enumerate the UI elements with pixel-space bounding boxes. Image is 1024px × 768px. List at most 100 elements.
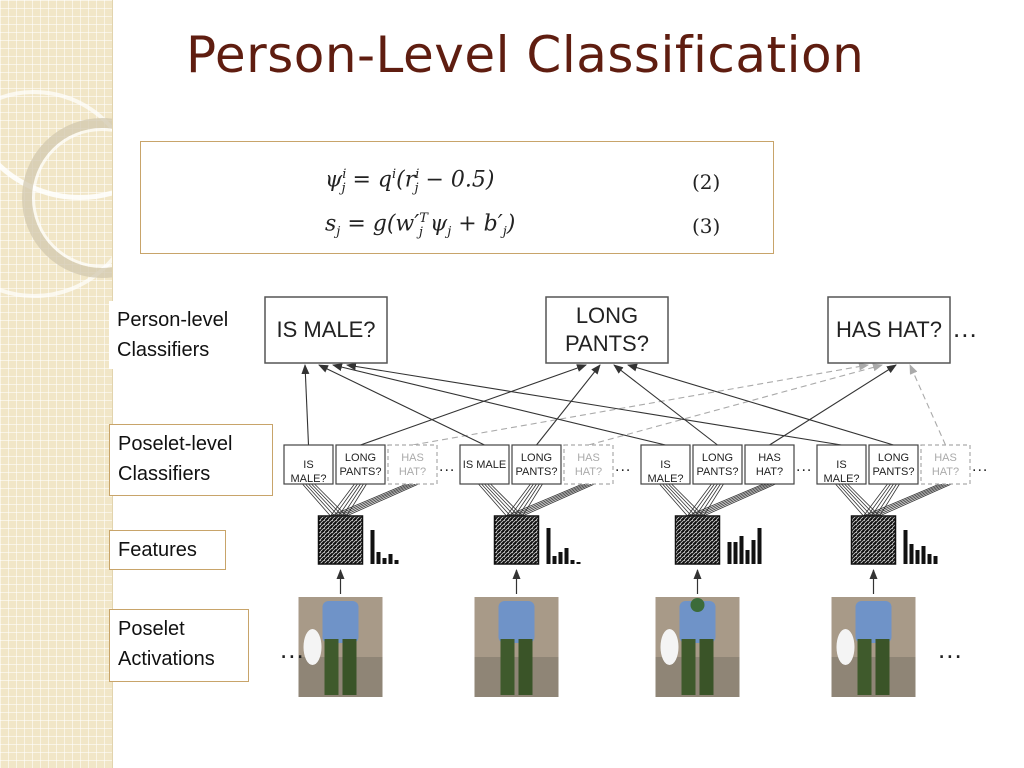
feature-connection bbox=[338, 483, 413, 517]
feature-connection bbox=[879, 483, 952, 517]
person-pants bbox=[500, 639, 515, 695]
activations-ellipsis: ... bbox=[280, 634, 305, 664]
histogram-bar bbox=[927, 554, 932, 564]
connection-arrow bbox=[909, 364, 947, 446]
poselet-classifier-box bbox=[335, 444, 386, 485]
plastic-bag bbox=[303, 629, 322, 665]
poselet-classifier-box bbox=[459, 444, 510, 485]
poselet-classifier-box bbox=[387, 444, 438, 485]
feature-connection bbox=[844, 483, 876, 517]
feature-connection bbox=[691, 483, 767, 517]
person-pants bbox=[342, 639, 357, 695]
feature-connection bbox=[691, 483, 715, 517]
feature-connection bbox=[671, 483, 704, 517]
feature-connection bbox=[518, 483, 592, 517]
histogram-bar bbox=[757, 528, 762, 564]
poselet-classifier-box bbox=[511, 444, 562, 485]
person-jacket bbox=[498, 601, 535, 643]
feature-connection bbox=[835, 483, 864, 517]
feature-connection bbox=[863, 483, 940, 517]
poselet-classifier-label: IS MALE? bbox=[647, 458, 684, 485]
person-classifier-box bbox=[827, 296, 951, 364]
equation-box bbox=[140, 141, 774, 254]
equation-3: sj = g(w′Tj ψj + b′j) bbox=[325, 211, 516, 240]
plastic-bag bbox=[660, 629, 679, 665]
feature-connection bbox=[314, 483, 347, 517]
feature-connection bbox=[330, 483, 407, 517]
feature-connection bbox=[687, 483, 712, 517]
person-jacket bbox=[679, 601, 716, 643]
person-classifier-label: IS MALE? bbox=[276, 317, 376, 342]
connection-arrow bbox=[627, 363, 894, 446]
poselet-group-ellipsis: ... bbox=[972, 458, 989, 475]
poselet-classifier-label: IS MALE bbox=[462, 458, 507, 471]
histogram-bar bbox=[382, 558, 387, 564]
feature-connection bbox=[334, 483, 358, 517]
connection-arrow bbox=[769, 364, 897, 446]
histogram-bar bbox=[570, 560, 575, 564]
connection-arrow bbox=[318, 364, 485, 446]
photo-ground bbox=[474, 657, 559, 697]
feature-connection bbox=[871, 483, 946, 517]
feature-connection bbox=[342, 483, 416, 517]
histogram-bar bbox=[909, 544, 914, 564]
connection-arrow bbox=[536, 364, 601, 446]
feature-connection bbox=[659, 483, 688, 517]
histogram-bar bbox=[751, 540, 756, 564]
person-jacket bbox=[322, 601, 359, 643]
feature-connection bbox=[510, 483, 534, 517]
feature-connection bbox=[346, 483, 419, 517]
connection-arrow bbox=[332, 363, 666, 446]
hog-feature-icon bbox=[317, 515, 364, 565]
feature-connection bbox=[487, 483, 519, 517]
hog-feature-icon bbox=[674, 515, 721, 565]
feature-connection bbox=[484, 483, 515, 517]
hog-feature-icon bbox=[493, 515, 540, 565]
person-pants bbox=[875, 639, 890, 695]
equation-2: ψij = qi(rij − 0.5) bbox=[325, 167, 495, 196]
feature-connection bbox=[506, 483, 583, 517]
person-pants bbox=[518, 639, 533, 695]
poselet-classifier-label: IS MALE? bbox=[290, 458, 327, 485]
feature-connection bbox=[699, 483, 773, 517]
connection-arrow bbox=[588, 363, 883, 446]
person-pants bbox=[324, 639, 339, 695]
feature-connection bbox=[838, 483, 868, 517]
connection-arrow bbox=[346, 362, 842, 446]
feature-connection bbox=[863, 483, 888, 517]
label-features: Features bbox=[109, 530, 226, 570]
feature-connection bbox=[510, 483, 586, 517]
decorative-sidebar bbox=[0, 0, 113, 768]
person-classifiers-ellipsis: ... bbox=[953, 313, 978, 343]
feature-connection bbox=[665, 483, 696, 517]
person-classifier-box bbox=[545, 296, 669, 364]
feature-connection bbox=[703, 483, 776, 517]
hog-feature-icon bbox=[850, 515, 897, 565]
poselet-classifier-box bbox=[563, 444, 614, 485]
feature-connection bbox=[522, 483, 595, 517]
person-jacket bbox=[855, 601, 892, 643]
feature-connection bbox=[867, 483, 943, 517]
feature-connection bbox=[308, 483, 339, 517]
connection-arrow bbox=[301, 364, 310, 446]
feature-connection bbox=[481, 483, 511, 517]
poselet-classifier-box bbox=[816, 444, 867, 485]
poselet-classifier-box bbox=[640, 444, 691, 485]
feature-connection bbox=[311, 483, 343, 517]
feature-connection bbox=[875, 483, 949, 517]
person-classifier-label: HAS HAT? bbox=[836, 317, 942, 342]
histogram-bar bbox=[370, 530, 375, 564]
poselet-classifier-box bbox=[920, 444, 971, 485]
histogram-bar bbox=[388, 554, 393, 564]
poselet-group-ellipsis: ... bbox=[439, 458, 456, 475]
activations-ellipsis: ... bbox=[938, 634, 963, 664]
feature-connection bbox=[687, 483, 764, 517]
feature-connection bbox=[514, 483, 589, 517]
